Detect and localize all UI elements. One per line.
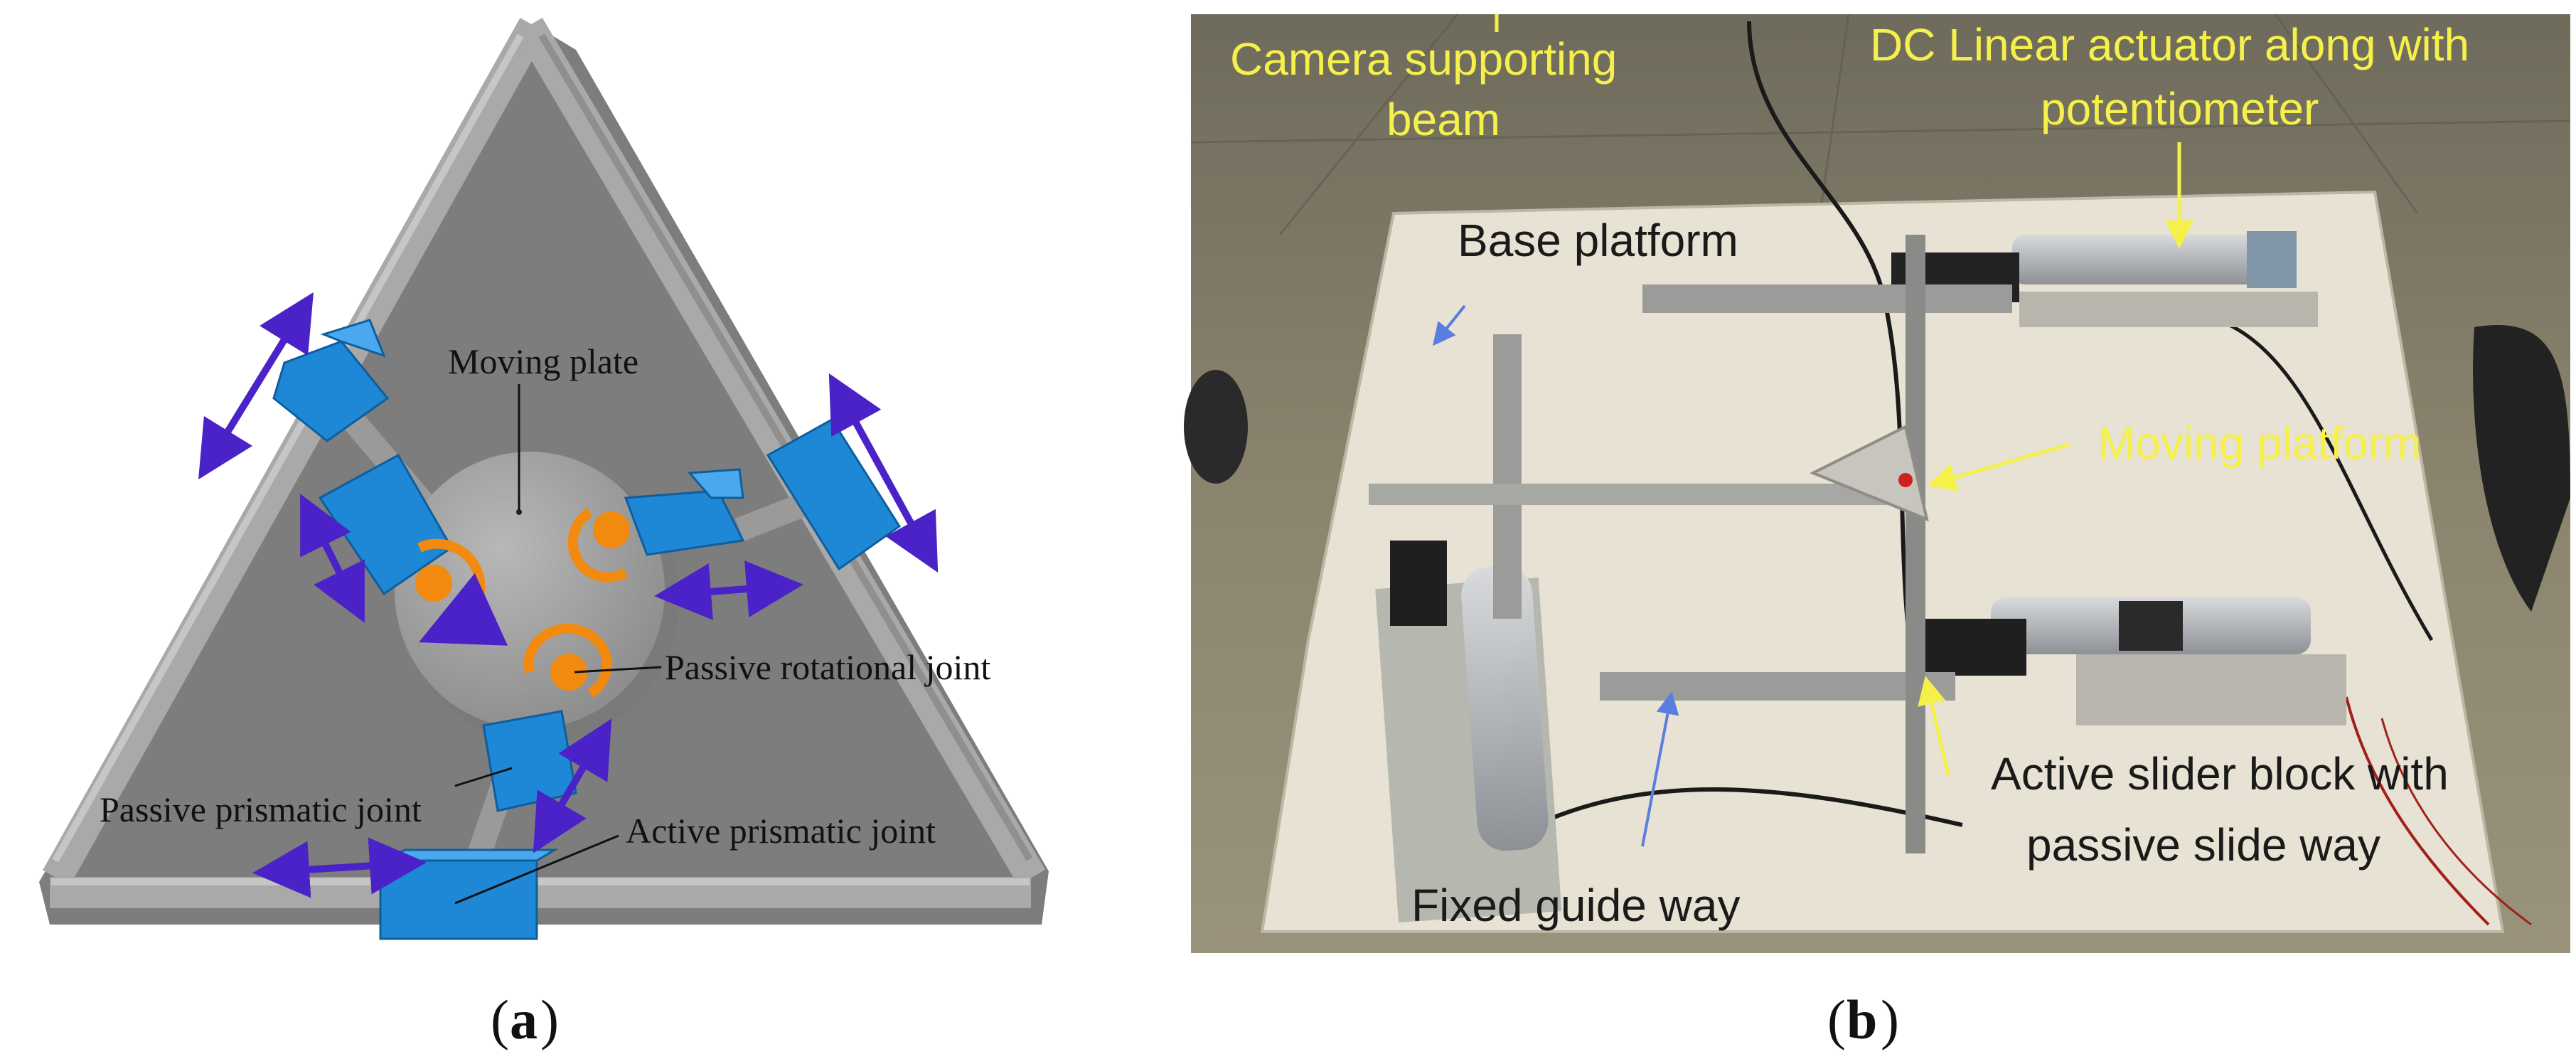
left-actuator: [1375, 334, 1562, 923]
top-actuator: [1642, 231, 2318, 327]
label-moving-plate: Moving plate: [448, 341, 638, 381]
label-active-prismatic-joint: Active prismatic joint: [626, 811, 936, 851]
panel-b: Camera supporting beam DC Linear actuato…: [1184, 14, 2571, 1050]
leader-lines: [454, 384, 662, 905]
label-passive-rotational-joint: Passive rotational joint: [665, 647, 990, 687]
label-actuator-1: DC Linear actuator along with: [1870, 19, 2469, 70]
rotational-joints: [415, 507, 630, 698]
label-base-platform: Base platform: [1458, 215, 1738, 266]
label-passive-prismatic-joint: Passive prismatic joint: [100, 789, 422, 829]
moving-platform-plate: [1810, 425, 1929, 522]
label-camera-beam-1: Camera supporting: [1230, 33, 1617, 85]
active-prismatic-joint-bottom: [379, 859, 538, 940]
label-camera-beam-2: beam: [1386, 94, 1500, 145]
panel-a: Moving plate Passive rotational joint Pa…: [39, 17, 1049, 1050]
vertical-slide-way: [1906, 235, 1925, 853]
photo-pointers: [1433, 14, 2193, 847]
motion-arrows: [198, 292, 939, 898]
label-slider-1: Active slider block with: [1991, 748, 2449, 799]
label-actuator-2: potentiometer: [2041, 83, 2319, 134]
passive-prismatic-joint-bottom: [482, 710, 577, 812]
left-equipment: [1184, 370, 1248, 484]
floor-tiles: [1190, 14, 2571, 235]
caption-a-letter: a: [510, 989, 538, 1050]
bottom-actuator: [1600, 597, 2346, 725]
label-slider-2: passive slide way: [2026, 819, 2380, 871]
passive-prismatic-joint-right: [624, 489, 745, 556]
label-moving-platform: Moving platform: [2097, 417, 2421, 469]
caption-b-letter: b: [1847, 989, 1877, 1050]
caption-a-open: (: [491, 989, 509, 1050]
right-cables-equipment: [2473, 325, 2570, 612]
caption-b-close: ): [1881, 989, 1899, 1050]
label-fixed-guide-way: Fixed guide way: [1411, 880, 1740, 931]
caption-b-open: (: [1827, 989, 1846, 1050]
base-platform-board: [1260, 190, 2505, 933]
horizontal-slide-way: [1369, 484, 1923, 505]
caption-a-close: ): [540, 989, 559, 1050]
